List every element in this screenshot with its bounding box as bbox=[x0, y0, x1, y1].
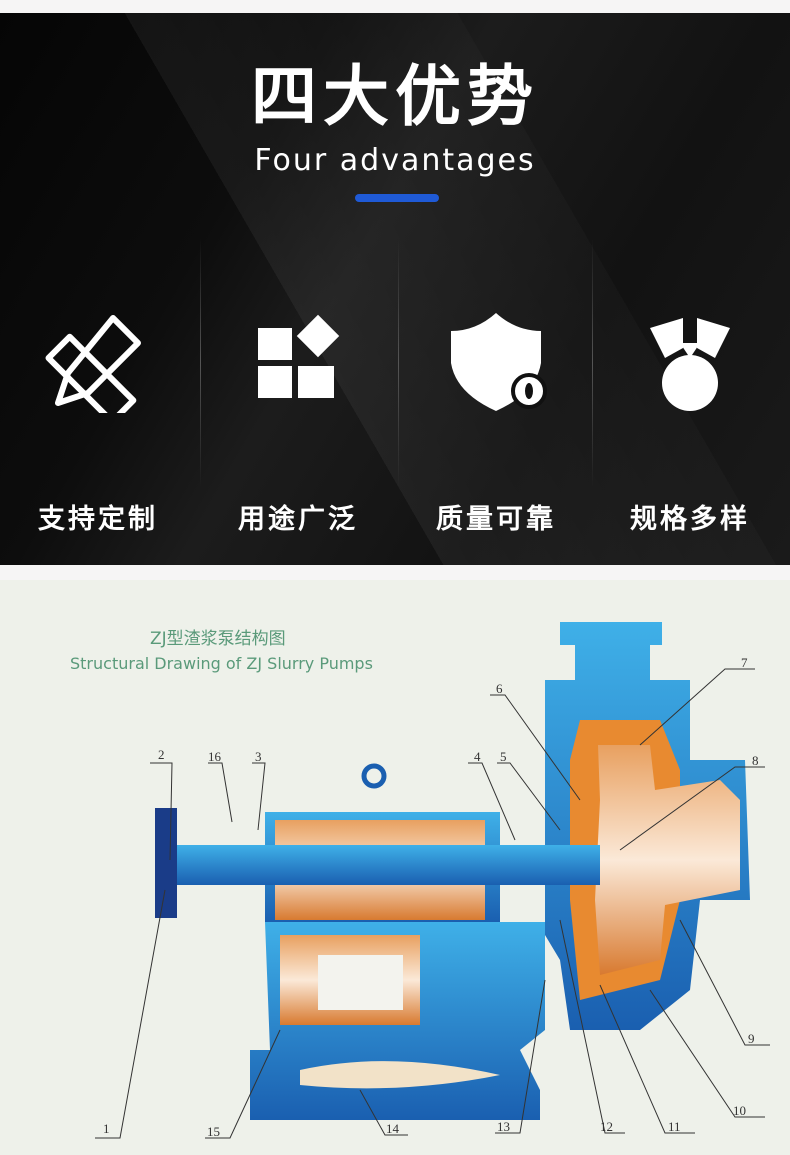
shaft bbox=[170, 845, 600, 885]
part-label-16: 16 bbox=[208, 749, 222, 764]
part-label-4: 4 bbox=[474, 749, 481, 764]
blocks-icon bbox=[258, 314, 340, 398]
pencil-ruler-icon bbox=[45, 315, 141, 425]
drawing-title-en: Structural Drawing of ZJ Slurry Pumps bbox=[70, 654, 373, 673]
part-label-1: 1 bbox=[103, 1121, 110, 1136]
divider bbox=[592, 238, 593, 488]
advantage-label: 用途广泛 bbox=[238, 504, 358, 535]
part-label-13: 13 bbox=[497, 1119, 510, 1134]
medal-icon bbox=[650, 318, 730, 411]
leader-lines bbox=[95, 668, 770, 1139]
advantage-versatility: 用途广泛 bbox=[200, 303, 396, 536]
part-label-6: 6 bbox=[496, 681, 503, 696]
part-label-10: 10 bbox=[733, 1103, 746, 1118]
base-cavity bbox=[300, 1061, 500, 1089]
part-label-2: 2 bbox=[158, 747, 165, 762]
pump-diagram: 1 2 3 4 5 6 7 8 9 10 11 12 13 14 15 16 bbox=[95, 622, 770, 1139]
advantage-label: 规格多样 bbox=[630, 504, 750, 535]
part-label-3: 3 bbox=[255, 749, 262, 764]
part-label-11: 11 bbox=[668, 1119, 681, 1134]
shield-icon bbox=[451, 313, 547, 411]
advantage-reliability: 质量可靠 bbox=[398, 303, 594, 536]
part-label-5: 5 bbox=[500, 749, 507, 764]
lifting-eye bbox=[361, 763, 387, 789]
part-label-9: 9 bbox=[748, 1031, 755, 1046]
part-label-14: 14 bbox=[386, 1121, 400, 1136]
divider bbox=[200, 238, 201, 488]
impeller bbox=[595, 745, 740, 975]
advantage-specs: 规格多样 bbox=[592, 303, 788, 536]
accent-bar bbox=[355, 194, 439, 202]
section-title: 四大优势 bbox=[251, 58, 539, 135]
part-label-8: 8 bbox=[752, 753, 759, 768]
frame-window bbox=[318, 955, 403, 1010]
advantages-banner: 四大优势 Four advantages 支持定制 用途广泛 质量可靠 规格多样 bbox=[0, 13, 790, 565]
pump-structure-drawing: 1 2 3 4 5 6 7 8 9 10 11 12 13 14 15 16 Z… bbox=[0, 580, 790, 1155]
part-labels: 1 2 3 4 5 6 7 8 9 10 11 12 13 14 15 16 bbox=[103, 655, 759, 1139]
coupling bbox=[155, 808, 177, 918]
section-subtitle: Four advantages bbox=[254, 143, 536, 178]
advantage-label: 质量可靠 bbox=[436, 504, 556, 535]
advantage-customization: 支持定制 bbox=[0, 303, 196, 536]
divider bbox=[398, 238, 399, 488]
advantage-label: 支持定制 bbox=[38, 504, 158, 535]
part-label-7: 7 bbox=[741, 655, 748, 670]
drawing-title-cn: ZJ型渣浆泵结构图 bbox=[150, 629, 286, 649]
part-label-15: 15 bbox=[207, 1124, 220, 1139]
part-label-12: 12 bbox=[600, 1119, 613, 1134]
